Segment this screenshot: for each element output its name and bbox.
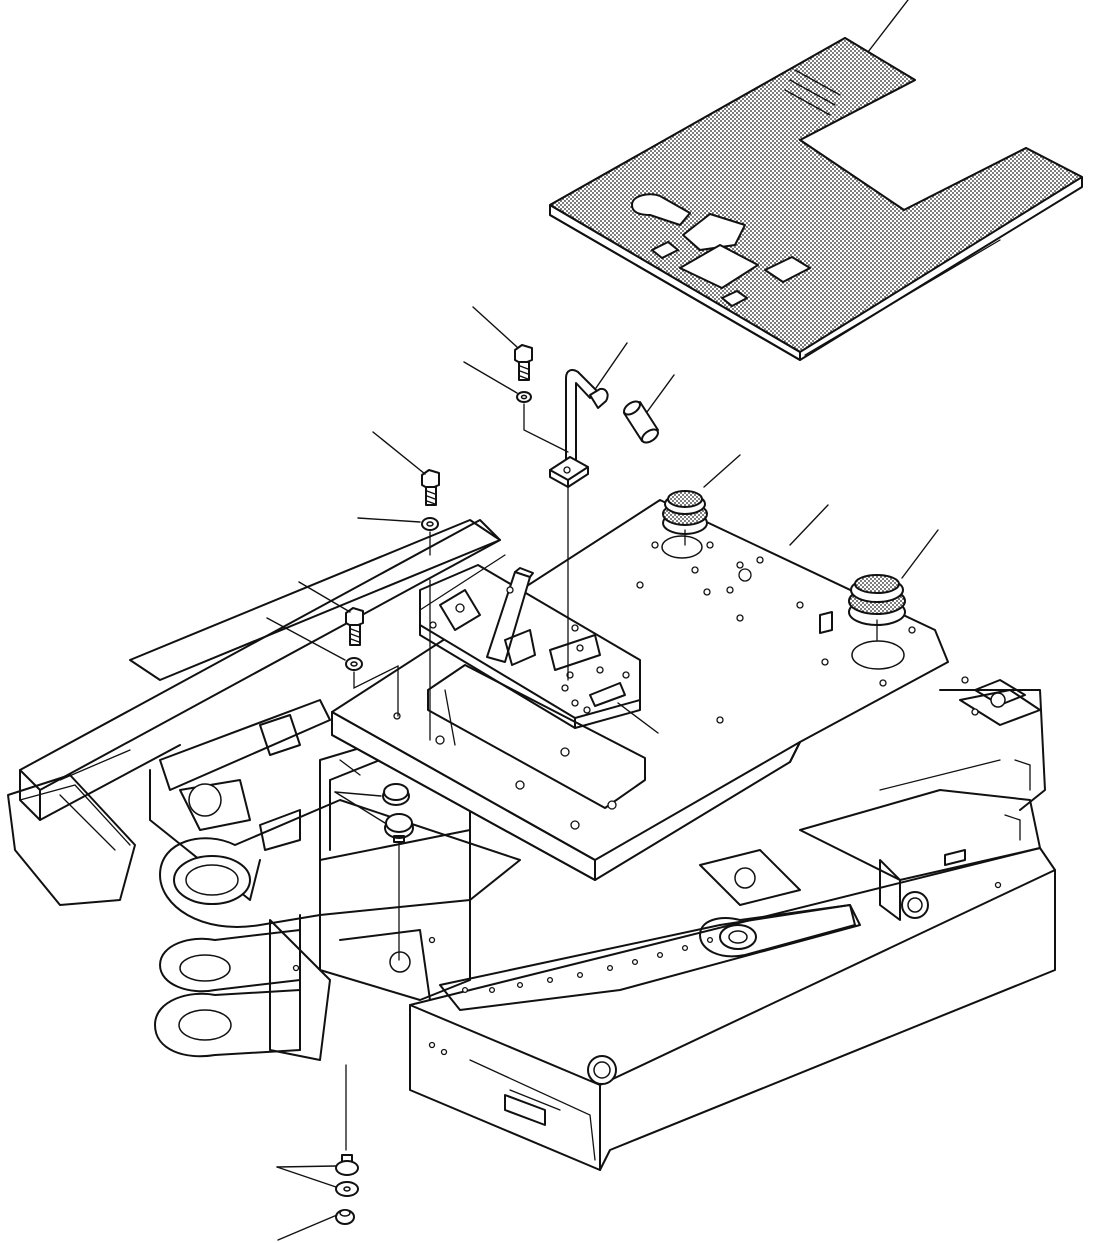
mount-bolt-middle — [421, 469, 440, 506]
washer-lower — [345, 657, 363, 671]
cushion-mount-upper — [382, 783, 414, 843]
assembly-lines — [345, 403, 878, 1151]
lock-lever — [549, 369, 597, 488]
revolving-frame — [7, 519, 1056, 1171]
cushion-mount-lower — [335, 1154, 359, 1225]
mount-bolt-lower — [345, 607, 364, 646]
mount-bolt-upper — [514, 344, 533, 381]
access-cover — [419, 554, 641, 729]
rubber-grommet-rear — [848, 574, 906, 626]
leader-lines — [266, 0, 939, 1241]
rubber-grommet-front — [662, 490, 708, 535]
lever-grip — [589, 387, 659, 444]
washer-middle — [421, 517, 439, 531]
floor-mat — [549, 37, 1083, 361]
washer-upper — [516, 391, 532, 403]
